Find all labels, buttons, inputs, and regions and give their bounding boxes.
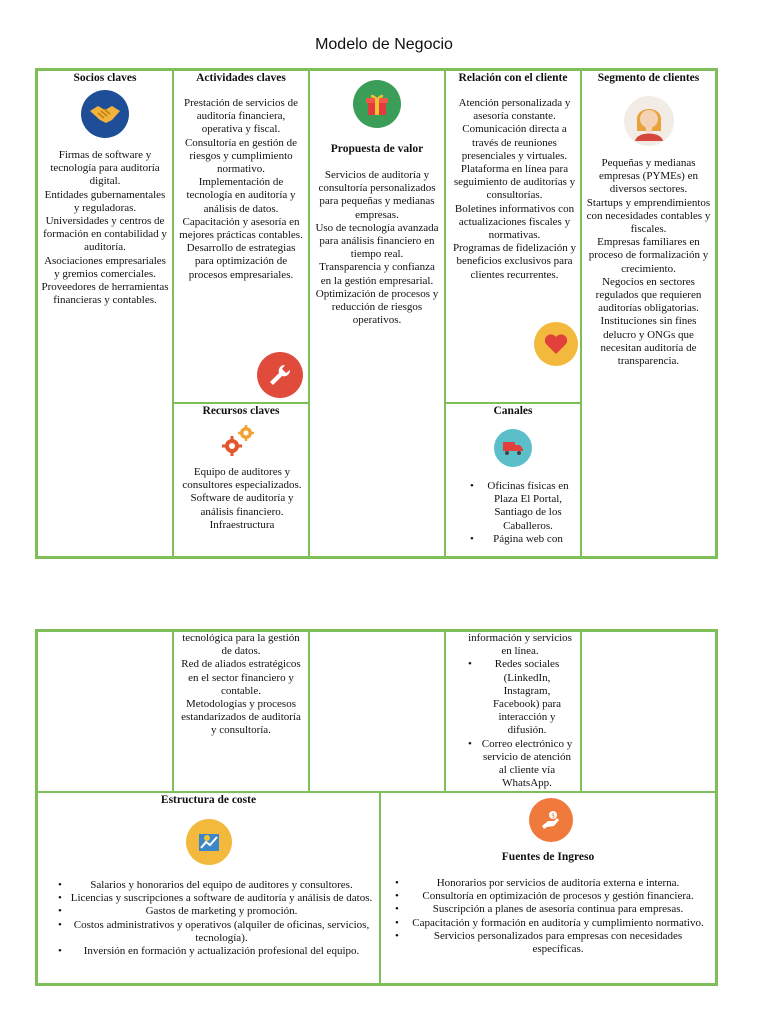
channel-continued-text: información y servicios en línea. [466,632,574,658]
income-item: Consultoría en optimización de procesos … [393,890,709,903]
continued-canales-cell: información y servicios en línea. Redes … [445,631,581,792]
cost-item: Salarios y honorarios del equipo de audi… [56,879,373,892]
activity-line: Consultoría en gestión de riesgos y cump… [178,137,304,177]
activity-line: Desarrollo de estrategias para optimizac… [178,242,304,282]
activity-line: Prestación de servicios de auditoría fin… [178,97,304,137]
gift-icon [353,80,401,128]
value-line: Optimización de procesos y reducción de … [313,288,441,328]
activity-line: Implementación de tecnología en auditorí… [178,176,304,216]
section-recursos-claves: Recursos claves Equipo de auditores y co… [173,403,309,557]
section-heading: Propuesta de valor [310,143,444,155]
relation-line: Boletines informativos con actualizacion… [452,203,577,243]
hand-money-icon: $ [529,798,573,842]
segment-line: Startups y emprendimientos con necesidad… [585,197,712,237]
relation-line: Atención personalizada y asesoría consta… [452,97,577,123]
partner-line: Proveedores de herramientas financieras … [41,281,169,307]
section-heading: Socios claves [38,72,172,84]
section-text: Oficinas físicas en Plaza El Portal, San… [468,480,574,546]
section-heading: Estructura de coste [38,794,379,806]
section-text: Equipo de auditores y consultores especi… [182,466,302,532]
section-text: Pequeñas y medianas empresas (PYMEs) en … [585,157,712,368]
gears-icon [218,422,258,460]
segment-line: Negocios en sectores regulados que requi… [585,276,712,316]
cost-item: Costos administrativos y operativos (alq… [56,919,373,945]
section-heading: Segmento de clientes [582,72,715,84]
income-item: Honorarios por servicios de auditoría ex… [393,877,709,890]
relation-line: Plataforma en línea para seguimiento de … [452,163,577,203]
section-socios-claves: Socios claves Firmas de software y tecno… [37,70,173,557]
segment-line: Pequeñas y medianas empresas (PYMEs) en … [585,157,712,197]
resource-line: Metodologías y procesos estandarizados d… [178,698,304,738]
woman-avatar-icon [624,96,674,146]
continued-recursos-cell: tecnológica para la gestión de datos. Re… [173,631,309,792]
activity-line: Capacitación y asesoría en mejores práct… [178,216,304,242]
relation-line: Comunicación directa a través de reunion… [452,123,577,163]
svg-text:$: $ [551,813,555,820]
section-heading: Recursos claves [174,405,308,417]
section-canales: Canales Oficinas físicas en Plaza El Por… [445,403,581,557]
cost-item: Inversión en formación y actualización p… [56,945,373,958]
section-estructura-coste: Estructura de coste Salarios y honorario… [37,792,380,984]
relation-line: Programas de fidelización y beneficios e… [452,242,577,282]
section-relacion-cliente: Relación con el cliente Atención persona… [445,70,581,403]
chart-money-icon [186,819,232,865]
continued-propuesta-cell [309,631,445,792]
partner-line: Universidades y centros de formación en … [41,215,169,255]
section-heading: Actividades claves [174,72,308,84]
income-item: Suscripción a planes de asesoría continu… [393,903,709,916]
section-text: información y servicios en línea. Redes … [466,632,574,790]
partner-line: Asociaciones empresariales y gremios com… [41,255,169,281]
section-heading: Relación con el cliente [446,72,580,84]
resource-line: Equipo de auditores y consultores especi… [182,466,302,492]
delivery-truck-icon [494,429,532,467]
partner-line: Entidades gubernamentales y reguladoras. [41,189,169,215]
section-actividades-claves: Actividades claves Prestación de servici… [173,70,309,403]
channel-item: Redes sociales (LinkedIn, Instagram, Fac… [466,658,574,737]
section-text: Atención personalizada y asesoría consta… [452,97,577,282]
resource-line: Software de auditoría y análisis financi… [182,492,302,518]
partner-line: Firmas de software y tecnología para aud… [41,149,169,189]
section-text: tecnológica para la gestión de datos. Re… [178,632,304,738]
value-line: Servicios de auditoría y consultoría per… [313,169,441,222]
section-segmento-clientes: Segmento de clientes Pequeñas y medianas… [581,70,716,557]
resource-line: Infraestructura [182,519,302,532]
heart-icon [534,322,578,366]
continued-segmento-cell [581,631,716,792]
section-text: Salarios y honorarios del equipo de audi… [56,879,373,958]
section-text: Honorarios por servicios de auditoría ex… [393,877,709,956]
income-item: Servicios personalizados para empresas c… [393,930,709,956]
segment-line: Instituciones sin fines delucro y ONGs q… [585,315,712,368]
section-text: Firmas de software y tecnología para aud… [41,149,169,307]
cost-item: Gastos de marketing y promoción. [56,905,373,918]
section-fuentes-ingreso: $ Fuentes de Ingreso Honorarios por serv… [380,792,716,984]
section-propuesta-valor: Propuesta de valor Servicios de auditorí… [309,70,445,557]
resource-line: tecnológica para la gestión de datos. [178,632,304,658]
section-heading: Canales [446,405,580,417]
wrench-icon [257,352,303,398]
continued-socios-cell [37,631,173,792]
resource-line: Red de aliados estratégicos en el sector… [178,658,304,698]
section-text: Prestación de servicios de auditoría fin… [178,97,304,282]
channel-item: Oficinas físicas en Plaza El Portal, San… [468,480,574,533]
value-line: Transparencia y confianza en la gestión … [313,261,441,287]
handshake-icon [81,90,129,138]
section-heading: Fuentes de Ingreso [381,851,715,863]
income-item: Capacitación y formación en auditoría y … [393,917,709,930]
segment-line: Empresas familiares en proceso de formal… [585,236,712,276]
cost-item: Licencias y suscripciones a software de … [56,892,373,905]
value-line: Uso de tecnología avanzada para análisis… [313,222,441,262]
page-title: Modelo de Negocio [0,36,768,54]
section-text: Servicios de auditoría y consultoría per… [313,169,441,327]
channel-item: Página web con [468,533,574,546]
channel-item: Correo electrónico y servicio de atenció… [466,738,574,791]
